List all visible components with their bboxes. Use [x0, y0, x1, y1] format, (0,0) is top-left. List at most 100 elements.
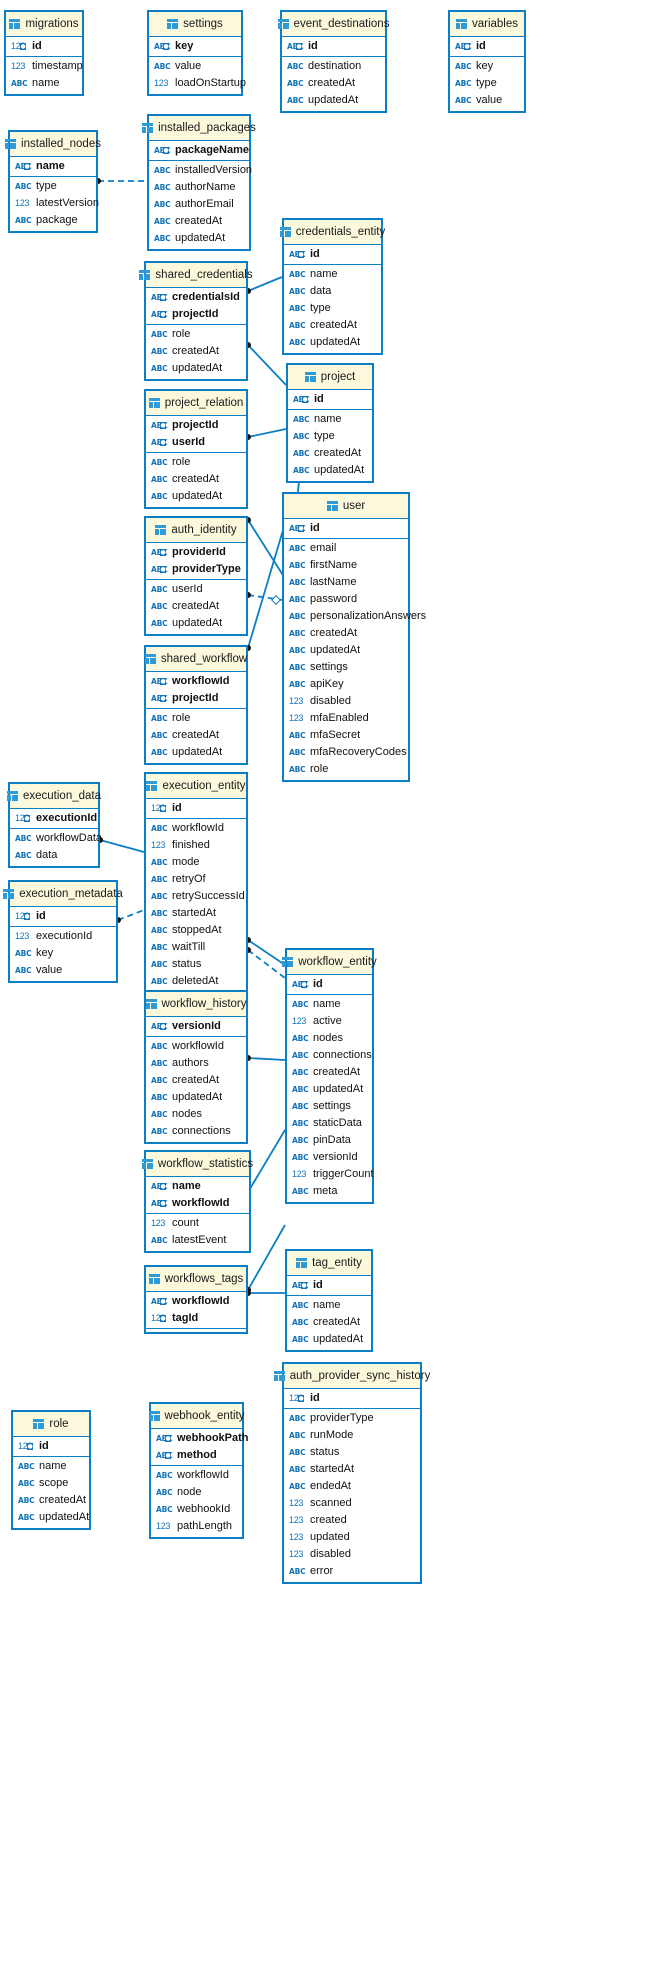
entity-table-project_relation[interactable]: project_relationABC●projectIdABC●userIdA…	[144, 389, 248, 509]
entity-table-credentials_entity[interactable]: credentials_entityABC●idABCnameABCdataAB…	[279, 218, 385, 355]
primary-key-column[interactable]: ABC●id	[284, 246, 381, 263]
entity-table-user[interactable]: userABC●idABCemailABCfirstNameABClastNam…	[282, 492, 426, 782]
entity-table-project[interactable]: projectABC●idABCnameABCtypeABCcreatedAtA…	[286, 363, 374, 483]
primary-key-column[interactable]: ABC●webhookPath	[151, 1430, 249, 1447]
entity-table-workflow_statistics[interactable]: workflow_statisticsABC●nameABC●workflowI…	[141, 1150, 253, 1253]
entity-table-workflow_entity[interactable]: workflow_entityABC●idABCname123activeABC…	[282, 948, 377, 1204]
primary-key-column[interactable]: ABC●name	[10, 158, 96, 175]
primary-key-column[interactable]: ABC●workflowId	[146, 1293, 246, 1310]
primary-key-column[interactable]: ABC●workflowId	[146, 673, 246, 690]
primary-key-column[interactable]: ABC●id	[288, 391, 372, 408]
entity-table-webhook_entity[interactable]: webhook_entityABC●webhookPathABC●methodA…	[148, 1402, 249, 1539]
primary-key-column[interactable]: ABC●projectId	[146, 690, 246, 707]
primary-key-column[interactable]: 123●id	[10, 908, 116, 925]
primary-key-column[interactable]: ABC●providerId	[146, 544, 246, 561]
primary-key-column[interactable]: 123●id	[284, 1390, 420, 1407]
entity-table-installed_nodes[interactable]: installed_nodesABC●nameABCtype123latestV…	[5, 130, 101, 233]
primary-key-column[interactable]: ABC●name	[146, 1178, 249, 1195]
primary-key-column[interactable]: ABC●method	[151, 1447, 242, 1464]
primary-key-column[interactable]: ABC●id	[284, 520, 408, 537]
entity-table-installed_packages[interactable]: installed_packagesABC●packageNameABCinst…	[142, 114, 256, 251]
primary-key-column[interactable]: 123●id	[6, 38, 82, 55]
primary-key-column[interactable]: 123●id	[146, 800, 246, 817]
primary-key-column[interactable]: ABC●projectId	[146, 417, 246, 434]
entity-table-shared_credentials[interactable]: shared_credentialsABC●credentialsIdABC●p…	[139, 261, 253, 381]
primary-key-column[interactable]: ABC●id	[450, 38, 524, 55]
primary-key-column[interactable]: ABC●workflowId	[146, 1195, 249, 1212]
primary-key-column[interactable]: 123●id	[13, 1438, 89, 1455]
primary-key-column[interactable]: ABC●key	[149, 38, 241, 55]
primary-key-column[interactable]: ABC●packageName	[149, 142, 249, 159]
